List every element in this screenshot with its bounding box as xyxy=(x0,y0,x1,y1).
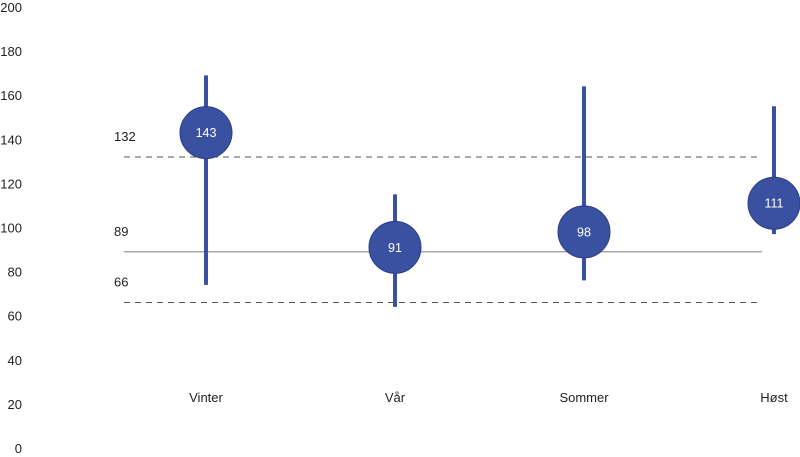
data-label-høst: 111 xyxy=(764,197,783,211)
y-tick-label: 100 xyxy=(0,221,22,236)
y-tick-label: 60 xyxy=(8,309,22,324)
marker-vår xyxy=(368,220,422,274)
reference-lines xyxy=(124,156,762,303)
x-axis: Vinter Vår Sommer Høst xyxy=(189,390,788,405)
y-tick-label: 80 xyxy=(8,265,22,280)
y-tick-label: 140 xyxy=(0,132,22,147)
range-lines xyxy=(204,75,776,307)
reference-label-66: 66 xyxy=(114,274,128,289)
marker-sommer xyxy=(557,205,611,259)
x-tick-label-vinter: Vinter xyxy=(189,390,223,405)
x-tick-label-sommer: Sommer xyxy=(559,390,609,405)
y-tick-label: 160 xyxy=(0,88,22,103)
marker-høst xyxy=(747,176,800,230)
y-tick-label: 200 xyxy=(0,0,22,15)
y-tick-label: 40 xyxy=(8,353,22,368)
markers: 143 91 98 111 xyxy=(179,106,800,274)
marker-vinter xyxy=(179,106,233,160)
x-tick-label-vår: Vår xyxy=(385,390,406,405)
x-tick-label-høst: Høst xyxy=(760,390,788,405)
y-tick-label: 20 xyxy=(8,397,22,412)
y-axis: 0 20 40 60 80 100 120 140 160 180 200 xyxy=(0,0,22,456)
y-tick-label: 180 xyxy=(0,44,22,59)
data-label-sommer: 98 xyxy=(577,225,591,239)
reference-labels: 132 89 66 xyxy=(114,129,136,290)
data-label-vår: 91 xyxy=(388,241,402,255)
data-label-vinter: 143 xyxy=(196,126,217,140)
y-tick-label: 120 xyxy=(0,176,22,191)
reference-label-89: 89 xyxy=(114,224,128,239)
y-tick-label: 0 xyxy=(15,441,22,456)
reference-label-132: 132 xyxy=(114,129,136,144)
